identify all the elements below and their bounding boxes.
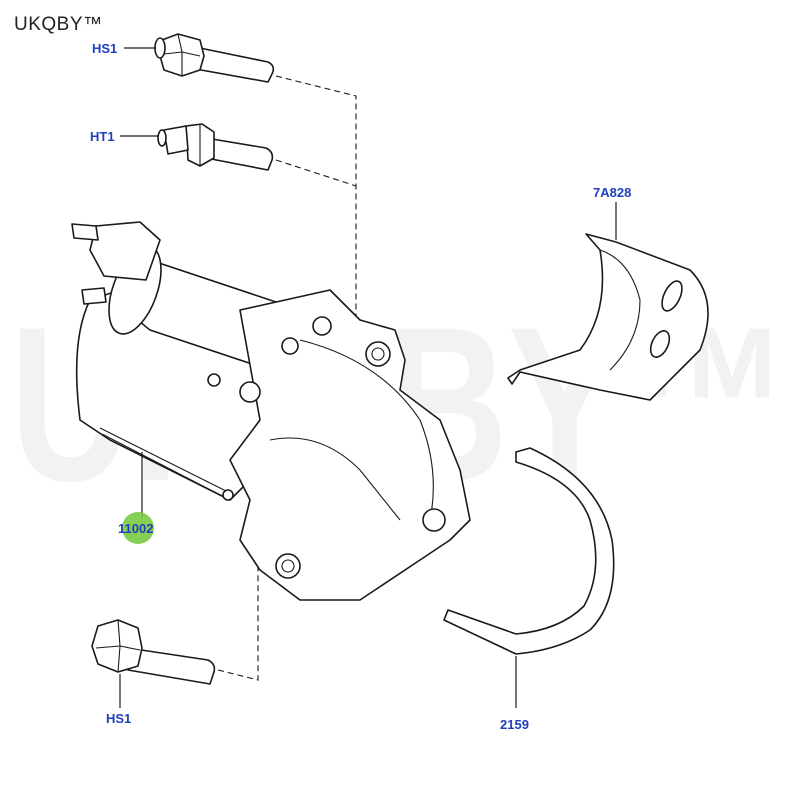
- callout-ht1: HT1: [90, 129, 115, 144]
- bolt-ht1[interactable]: [157, 123, 274, 171]
- starter-motor-body[interactable]: [71, 221, 471, 601]
- retaining-strap[interactable]: [443, 447, 615, 655]
- callout-strap: 2159: [500, 717, 529, 732]
- bolt-hs1-bottom[interactable]: [91, 619, 216, 685]
- callout-hs1-top: HS1: [92, 41, 117, 56]
- callout-starter: 11002: [118, 521, 153, 536]
- heat-shield-bracket[interactable]: [507, 233, 709, 401]
- highlight-dot: [122, 512, 154, 544]
- brand-logo-text: UKQBY™: [14, 14, 103, 35]
- alignment-line-top: [275, 75, 357, 350]
- alignment-line-bottom: [217, 568, 259, 681]
- callout-hs1-bottom: HS1: [106, 711, 131, 726]
- bolt-hs1-top[interactable]: [154, 33, 275, 83]
- alignment-line-ht1: [275, 159, 357, 187]
- callout-bracket: 7A828: [593, 185, 631, 200]
